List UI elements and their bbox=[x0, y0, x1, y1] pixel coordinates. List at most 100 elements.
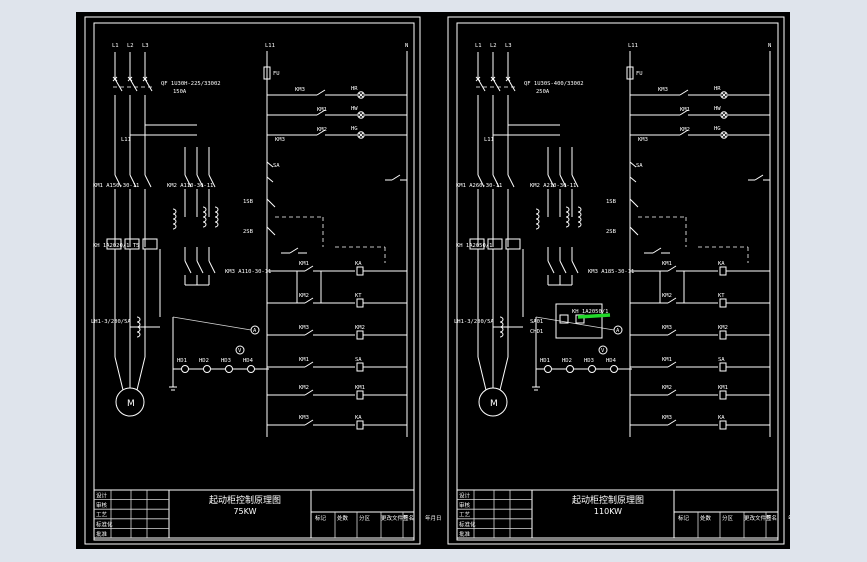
start-button-label: 2SB bbox=[606, 229, 617, 235]
thermal-relay-element bbox=[124, 238, 140, 250]
coil-label: KM1 bbox=[355, 385, 365, 391]
relay-coil-symbol bbox=[719, 330, 727, 340]
contactor-contact bbox=[196, 260, 204, 274]
phase-label: L3 bbox=[505, 43, 512, 49]
relay-coil-symbol bbox=[356, 298, 364, 308]
current-transformer-coil bbox=[577, 206, 582, 228]
contact-label: KM1 bbox=[662, 357, 672, 363]
motor-feed bbox=[136, 356, 146, 391]
title-block-col-label: 分区 bbox=[722, 514, 734, 522]
title-block-col-label: 处数 bbox=[337, 514, 349, 522]
contact-label: KM1 bbox=[662, 261, 672, 267]
selector-label: SA bbox=[636, 163, 643, 169]
phase-label: L1 bbox=[475, 43, 482, 49]
contactor-contact bbox=[144, 174, 152, 188]
protection-module bbox=[555, 303, 603, 339]
module-terminal bbox=[575, 314, 585, 324]
selector-switch bbox=[629, 161, 637, 168]
lamp-label: HR bbox=[714, 86, 721, 92]
breaker-contact bbox=[477, 78, 486, 92]
breaker-mark bbox=[475, 76, 481, 82]
fuse-label: FU bbox=[273, 71, 280, 77]
title-block-row-label: 设计 bbox=[96, 492, 108, 500]
control-line-label: L11 bbox=[265, 43, 275, 49]
start-button-label: 2SB bbox=[243, 229, 254, 235]
auxiliary-contact bbox=[316, 89, 326, 96]
ct-label: LH1-3/200/5A bbox=[454, 319, 494, 325]
lamp-cross bbox=[358, 92, 364, 98]
relay-coil-symbol bbox=[719, 266, 727, 276]
contact-label: KM3 bbox=[299, 325, 309, 331]
coil-label: KA bbox=[718, 261, 725, 267]
breaker-mark bbox=[127, 76, 133, 82]
auxiliary-contact bbox=[667, 389, 677, 396]
contactor-delta-label: KM3 A110-30-11 bbox=[225, 269, 271, 275]
module-relay-label: KH 1A2050/1 bbox=[572, 309, 608, 315]
sheet-title: 起动柜控制原理图 bbox=[209, 494, 281, 506]
auxiliary-contact bbox=[667, 297, 677, 304]
indicator-lamp bbox=[720, 111, 728, 119]
relay-coil-symbol bbox=[719, 298, 727, 308]
auxiliary-contact bbox=[667, 419, 677, 426]
thermal-relay-element bbox=[505, 238, 521, 250]
thermal-relay-label: KH 1A2050/1 bbox=[456, 243, 492, 249]
control-line-label: L11 bbox=[121, 137, 131, 143]
indicator-lamp bbox=[720, 91, 728, 99]
breaker-contact bbox=[144, 78, 153, 92]
current-transformer-coil bbox=[136, 316, 141, 338]
auxiliary-contact bbox=[667, 265, 677, 272]
control-line-label: L11 bbox=[628, 43, 638, 49]
title-block-row-label: 工艺 bbox=[96, 512, 108, 519]
indicator-lamp bbox=[203, 365, 211, 373]
lamp-cross bbox=[721, 112, 727, 118]
fuse-symbol bbox=[626, 66, 634, 80]
push-button bbox=[629, 198, 639, 208]
sheet-subtitle: 75KW bbox=[233, 507, 256, 516]
lamp-label: HW bbox=[351, 106, 358, 112]
push-button bbox=[266, 226, 276, 236]
relay-coil-symbol bbox=[356, 362, 364, 372]
breaker-mark bbox=[505, 76, 511, 82]
title-block-row-label: 批准 bbox=[96, 530, 108, 538]
fuse-label: FU bbox=[636, 71, 643, 77]
relay-coil-symbol bbox=[356, 330, 364, 340]
indicator-lamp bbox=[357, 91, 365, 99]
auxiliary-contact bbox=[304, 389, 314, 396]
auxiliary-contact bbox=[304, 361, 314, 368]
breaker-model-label: QF 1U30H-225/33002 bbox=[161, 81, 221, 87]
module-label: SA01 bbox=[530, 319, 543, 325]
motor-label: M bbox=[490, 399, 498, 409]
hd-label: HD3 bbox=[584, 358, 594, 364]
hd-label: HD1 bbox=[177, 358, 187, 364]
thermal-relay-element bbox=[142, 238, 158, 250]
auxiliary-contact bbox=[304, 297, 314, 304]
contactor-contact bbox=[114, 174, 122, 188]
auxiliary-contact bbox=[754, 174, 764, 181]
coil-label: SA bbox=[718, 357, 725, 363]
contact-label: KM3 bbox=[275, 137, 285, 143]
hd-label: HD4 bbox=[606, 358, 617, 364]
contact-label: KM2 bbox=[662, 385, 672, 391]
indicator-lamp bbox=[588, 365, 596, 373]
current-transformer-coil bbox=[202, 206, 207, 228]
ammeter-label: A bbox=[616, 328, 620, 334]
contactor-main-label: KM1 A260-30-11 bbox=[456, 183, 502, 189]
indicator-lamp bbox=[544, 365, 552, 373]
contact-label: KM1 bbox=[317, 107, 327, 113]
title-block-row-label: 标准化 bbox=[96, 520, 113, 528]
title-block-col-label: 分区 bbox=[359, 514, 371, 522]
hd-label: HD3 bbox=[221, 358, 231, 364]
contactor-contact bbox=[571, 174, 579, 188]
hd-label: HD2 bbox=[562, 358, 572, 364]
coil-label: KA bbox=[355, 261, 362, 267]
contactor-contact bbox=[571, 260, 579, 274]
contactor-contact bbox=[547, 174, 555, 188]
title-block-col-label: 标记 bbox=[678, 514, 690, 522]
title-block-col-label: 标记 bbox=[315, 514, 327, 522]
indicator-lamp bbox=[720, 131, 728, 139]
current-transformer-coil bbox=[565, 206, 570, 228]
contact-label: KM1 bbox=[680, 107, 690, 113]
